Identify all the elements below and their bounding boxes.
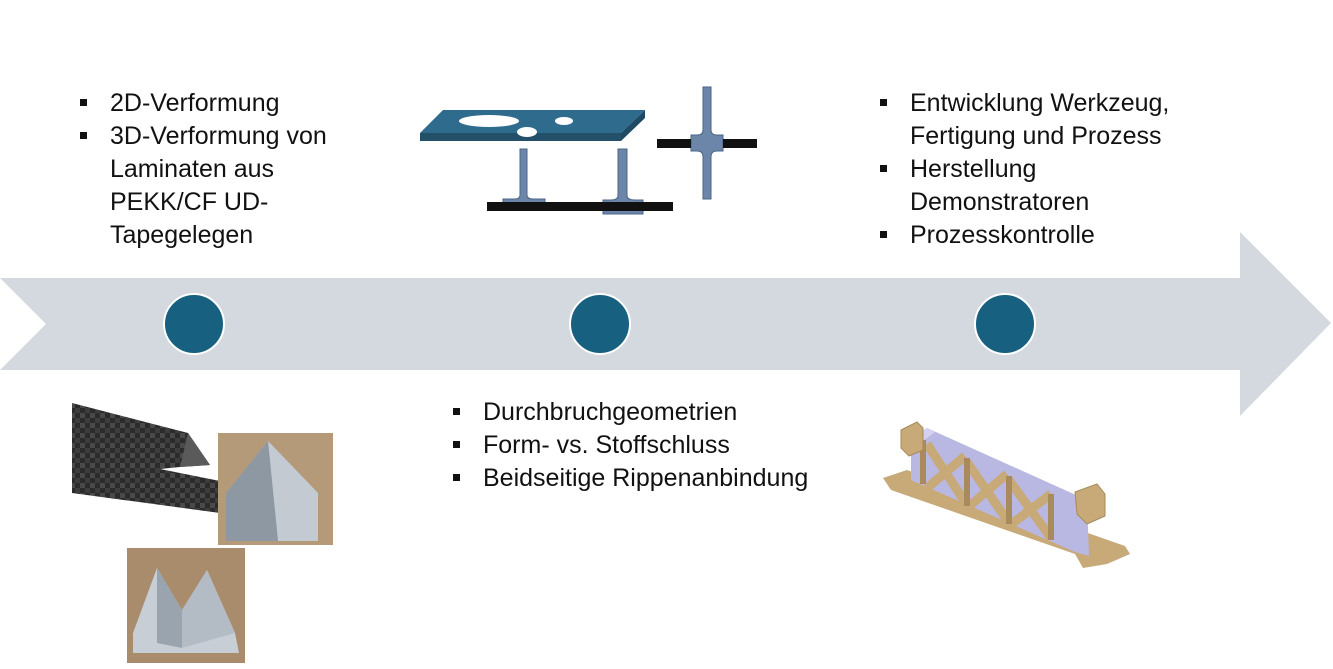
stage-2-bullet: Beidseitige Rippenanbindung [449,462,809,495]
stage-1-bullet: 3D-Verformung von Laminaten aus PEKK/CF … [76,120,376,252]
timeline-arrow-shape [0,232,1331,416]
stage-2-bullet: Durchbruchgeometrien [449,396,809,429]
stage-2-marker [569,293,631,355]
stage-1-bullets: 2D-Verformung 3D-Verformung von Laminate… [76,87,376,252]
lattice-beam-demonstrator-icon [883,421,1130,568]
stage-1-marker [163,293,225,355]
stage-3-bullets: Entwicklung Werkzeug, Fertigung und Proz… [876,87,1186,252]
stage-2-bullet: Form- vs. Stoffschluss [449,429,809,462]
aluminium-forming-tool-photo-icon [218,433,333,545]
t-rib-joint-icon [487,86,757,215]
carbon-laminate-angle-photo-icon [72,403,220,513]
aluminium-v-tool-photo-icon [127,548,245,663]
perforated-plate-icon [420,110,645,141]
stage-3-bullet: Herstellung Demonstratoren [876,153,1186,219]
stage-2-bullets: Durchbruchgeometrien Form- vs. Stoffschl… [449,396,809,495]
stage-3-marker [974,293,1036,355]
stage-3-bullet: Prozesskontrolle [876,219,1186,252]
stage-1-bullet: 2D-Verformung [76,87,376,120]
stage-3-bullet: Entwicklung Werkzeug, Fertigung und Proz… [876,87,1186,153]
